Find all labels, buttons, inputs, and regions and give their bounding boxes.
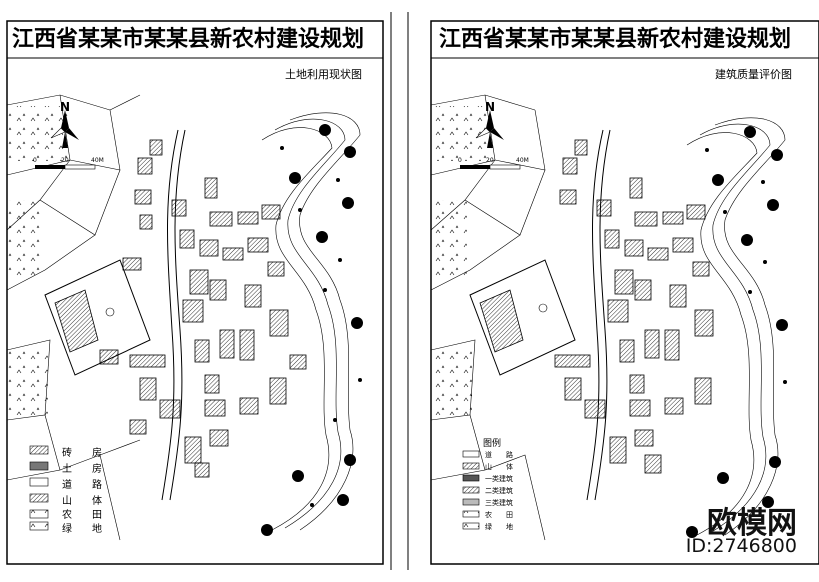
legend-item: 山 体 (485, 463, 513, 471)
north-arrow-icon (475, 110, 504, 148)
grass-area (8, 350, 48, 415)
trees (261, 124, 363, 536)
legend-item: 道 路 (485, 451, 513, 459)
legend-item: 土 房 (62, 464, 102, 475)
legend-item: 三类建筑 (485, 499, 513, 507)
legend-item: 二类建筑 (485, 487, 513, 495)
legend-item: 农 田 (485, 511, 513, 519)
sheet-title: 江西省某某市某某县新农村建设规划 (439, 27, 792, 52)
left-drawing (6, 12, 392, 570)
legend-item: 砖 房 (62, 448, 102, 459)
legend-item: 绿 地 (62, 524, 102, 535)
north-label: N (485, 100, 496, 114)
scale-label: 0 (33, 157, 37, 164)
right-drawing (407, 12, 819, 570)
main-road (169, 129, 186, 501)
hill-contours (261, 112, 361, 531)
buildings (99, 139, 307, 478)
map-subtitle: 土地利用现状图 (285, 68, 362, 81)
legend-swatches (462, 450, 480, 530)
legend-item: 农 田 (62, 510, 102, 521)
school-compound (44, 259, 151, 376)
legend-item: 一类建筑 (485, 475, 513, 483)
scale-label: 20 (61, 157, 69, 164)
legend-item: 绿 地 (485, 523, 513, 531)
scale-bar (460, 164, 521, 170)
grass-area (8, 200, 43, 280)
scale-label: 0 (458, 157, 462, 164)
north-label: N (60, 100, 71, 114)
scale-label: 20 (486, 157, 494, 164)
left-sheet: 江西省某某市某某县新农村建设规划 土地利用现状图 N 0 20 40M 砖 房 … (0, 0, 405, 582)
scale-label: 40M (91, 157, 104, 164)
legend-swatches (29, 445, 49, 531)
sheet-title: 江西省某某市某某县新农村建设规划 (12, 27, 365, 52)
watermark-id: ID:2746800 (685, 535, 797, 557)
legend-title: 图例 (483, 439, 502, 449)
map-subtitle: 建筑质量评价图 (715, 68, 792, 81)
scale-bar (35, 164, 96, 170)
main-road (594, 129, 611, 501)
legend-item: 山 体 (62, 496, 102, 507)
legend-item: 道 路 (62, 480, 102, 491)
buildings (554, 139, 714, 474)
trees (686, 126, 788, 538)
school-compound (469, 259, 576, 376)
grass-area (432, 200, 467, 280)
scale-label: 40M (516, 157, 529, 164)
north-arrow-icon (50, 110, 79, 148)
watermark-brand: 欧模网 (707, 506, 797, 541)
right-sheet: 江西省某某市某某县新农村建设规划 建筑质量评价图 N 0 20 40M 图例 道… (405, 0, 819, 582)
grass-area (432, 350, 472, 415)
